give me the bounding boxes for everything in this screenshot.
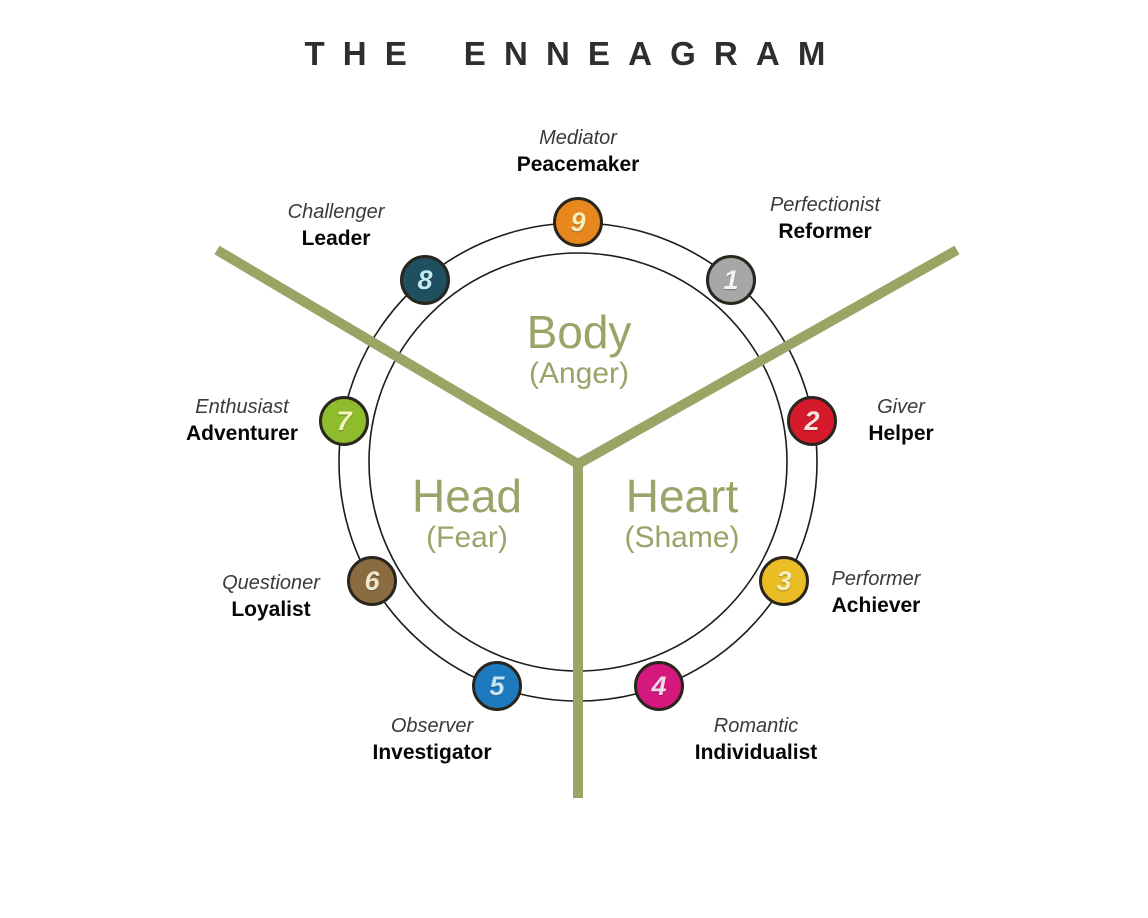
type-badge-8: 8 <box>400 255 450 305</box>
type-name: Achiever <box>831 594 921 617</box>
type-name: Peacemaker <box>516 153 640 176</box>
type-alias: Giver <box>877 396 925 418</box>
type-label-1: Perfectionist Reformer <box>695 192 955 246</box>
center-emotion: (Shame) <box>624 521 740 554</box>
divider-left-line <box>214 245 581 469</box>
center-name: Head <box>412 470 522 522</box>
divider-right-line <box>575 245 960 469</box>
type-badge-9: 9 <box>553 197 603 247</box>
type-badge-3: 3 <box>759 556 809 606</box>
center-label-heart: Heart (Shame) <box>532 472 832 556</box>
type-name: Investigator <box>372 741 492 764</box>
type-badge-7: 7 <box>319 396 369 446</box>
type-alias: Challenger <box>287 201 385 223</box>
type-name: Helper <box>868 422 934 445</box>
center-name: Heart <box>625 470 739 522</box>
type-name: Adventurer <box>185 422 299 445</box>
type-label-7: Enthusiast Adventurer <box>112 394 372 448</box>
type-alias: Romantic <box>713 715 799 737</box>
type-badge-1: 1 <box>706 255 756 305</box>
type-name: Leader <box>301 227 371 250</box>
type-label-3: Performer Achiever <box>746 566 1006 620</box>
type-badge-4: 4 <box>634 661 684 711</box>
type-alias: Observer <box>390 715 474 737</box>
type-alias: Mediator <box>539 127 617 149</box>
type-name: Reformer <box>778 220 872 243</box>
type-badge-6: 6 <box>347 556 397 606</box>
type-label-4: Romantic Individualist <box>626 713 886 767</box>
type-alias: Perfectionist <box>769 194 881 216</box>
page-title: THE ENNEAGRAM <box>304 35 844 72</box>
type-label-9: Mediator Peacemaker <box>448 125 708 179</box>
type-alias: Enthusiast <box>195 396 289 418</box>
type-alias: Questioner <box>222 572 320 594</box>
center-name: Body <box>526 306 632 358</box>
type-badge-2: 2 <box>787 396 837 446</box>
center-emotion: (Anger) <box>528 357 630 390</box>
type-label-8: Challenger Leader <box>206 199 466 253</box>
type-label-6: Questioner Loyalist <box>141 570 401 624</box>
type-name: Loyalist <box>231 598 311 621</box>
center-emotion: (Fear) <box>426 521 508 554</box>
type-label-5: Observer Investigator <box>302 713 562 767</box>
center-label-body: Body (Anger) <box>429 308 729 392</box>
type-name: Individualist <box>694 741 818 764</box>
center-label-head: Head (Fear) <box>317 472 617 556</box>
type-label-2: Giver Helper <box>771 394 1031 448</box>
type-alias: Performer <box>831 568 921 590</box>
type-badge-5: 5 <box>472 661 522 711</box>
